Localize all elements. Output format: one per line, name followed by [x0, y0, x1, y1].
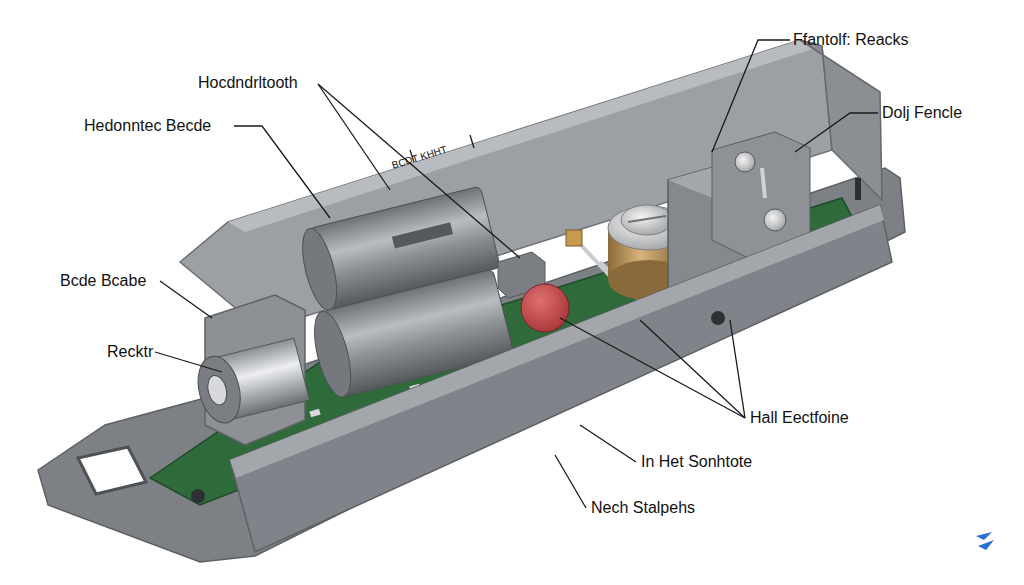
pin — [762, 168, 765, 198]
screw — [735, 152, 755, 172]
mount-hole — [191, 489, 205, 503]
part-label: Hall Eectfoine — [750, 409, 849, 427]
front-wall — [230, 205, 892, 552]
capacitor-end — [307, 308, 357, 401]
part-label: Nech Stalpehs — [591, 499, 695, 517]
leader-line — [470, 135, 474, 148]
pin-pad — [566, 230, 582, 246]
smd-part — [309, 409, 320, 418]
leader-line — [640, 320, 745, 418]
hall-sensor-cap — [521, 284, 569, 332]
part-label: Bcde Bcabe — [60, 272, 146, 290]
rotor-hub — [205, 373, 230, 406]
capacitor-end — [296, 225, 343, 313]
part-label: Recktr — [107, 343, 153, 361]
part-label: Dolj Fencle — [882, 104, 962, 122]
logo-mark — [978, 540, 994, 550]
mounting-tab-hole — [78, 447, 146, 494]
base-flange — [38, 168, 905, 562]
capacitor-marking — [392, 222, 453, 248]
screw — [764, 209, 786, 231]
mount-hole — [711, 311, 725, 325]
part-label: Hocdndrltooth — [198, 74, 298, 92]
rotor — [192, 336, 310, 427]
rotor-face — [192, 352, 247, 428]
part-label: In Het Sonhtote — [641, 453, 752, 471]
leader-line — [318, 84, 520, 258]
leader-line — [560, 318, 745, 418]
logo-mark — [976, 532, 992, 540]
trimpot-slot — [628, 216, 666, 222]
leader-line — [730, 320, 745, 418]
leader-line — [155, 352, 222, 372]
part-label: Hedonntec Becde — [84, 117, 211, 135]
leader-line — [160, 281, 212, 318]
part-label: Ffantolf: Reacks — [793, 31, 909, 49]
leader-line — [795, 113, 878, 152]
leader-line — [580, 425, 636, 462]
trimpot-knob — [621, 205, 673, 235]
part-label: BCDT KHHT — [390, 143, 448, 170]
front-wall-top — [230, 205, 884, 478]
logo — [976, 532, 994, 550]
end-slot — [855, 178, 861, 200]
leader-line — [555, 455, 586, 508]
leader-line — [712, 40, 790, 152]
leader-line — [234, 126, 330, 218]
leader-lines — [155, 40, 878, 508]
